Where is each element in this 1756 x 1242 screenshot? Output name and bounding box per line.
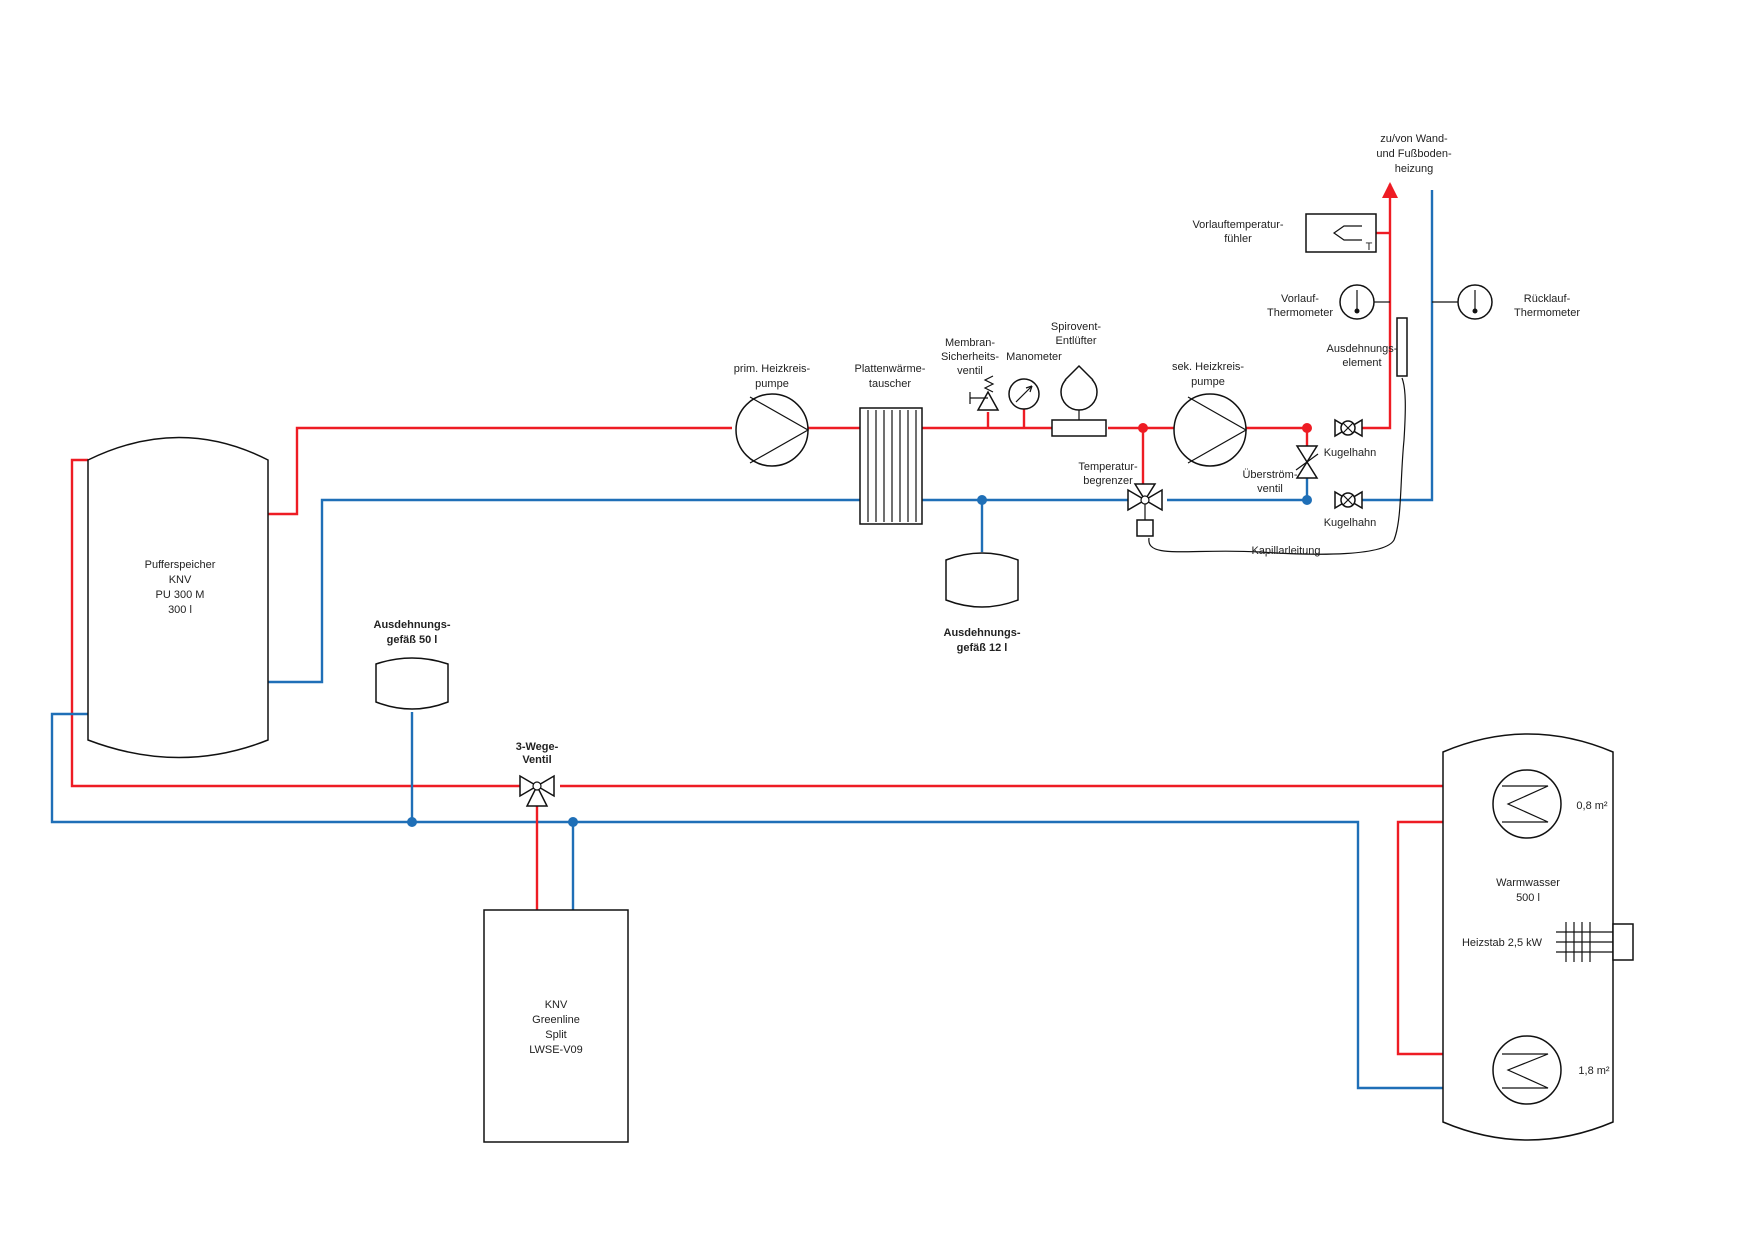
overflow-label-1: Überström- xyxy=(1242,469,1297,481)
buffer-tank xyxy=(87,436,269,759)
expelem-label-2: element xyxy=(1342,357,1381,369)
floor-label-3: heizung xyxy=(1395,163,1434,175)
coil-top-icon xyxy=(1492,769,1562,839)
spirovent-label-2: Entlüfter xyxy=(1056,335,1097,347)
sensor-t-label: T xyxy=(1366,241,1373,253)
expvessel12 xyxy=(945,552,1019,608)
junction-dot xyxy=(977,495,987,505)
secondary-return-pipe xyxy=(922,190,1434,502)
buffer-label-3: PU 300 M xyxy=(156,589,205,601)
primary-pump-icon xyxy=(735,393,810,467)
valve3-label-1: 3-Wege- xyxy=(516,741,559,753)
templim-label-1: Temperatur- xyxy=(1078,461,1138,473)
spirovent-label-1: Spirovent- xyxy=(1051,321,1101,333)
ballvalve-label-bottom: Kugelhahn xyxy=(1324,517,1377,529)
expvessel50 xyxy=(375,657,449,710)
ballvalve-label-top: Kugelhahn xyxy=(1324,447,1377,459)
expvessel12-label-1: Ausdehnungs- xyxy=(944,627,1021,639)
capillary-label: Kapillarleitung xyxy=(1251,545,1320,557)
returnthermo-label-1: Rücklauf- xyxy=(1524,293,1571,305)
ball-valve-return xyxy=(1334,490,1363,510)
msv-label-3: ventil xyxy=(957,365,983,377)
main-return-pipe xyxy=(50,712,1502,1090)
ball-valve-supply xyxy=(1334,418,1363,438)
valve3-label-2: Ventil xyxy=(522,754,551,766)
junction-dot xyxy=(1302,423,1312,433)
buffer-label-2: KNV xyxy=(169,574,192,586)
supplythermo-label-2: Thermometer xyxy=(1267,307,1333,319)
supply-arrow-icon xyxy=(1382,182,1398,198)
heating-rod-icon xyxy=(1556,922,1634,962)
ppump-label-1: prim. Heizkreis- xyxy=(734,363,811,375)
sensor-label-1: Vorlauftemperatur- xyxy=(1192,219,1283,231)
spump-label-1: sek. Heizkreis- xyxy=(1172,361,1244,373)
primary-return-pipe xyxy=(268,498,860,684)
plate-heat-exchanger xyxy=(859,407,923,525)
templim-label-2: begrenzer xyxy=(1083,475,1133,487)
floor-label-1: zu/von Wand- xyxy=(1380,133,1448,145)
coil-bottom-icon xyxy=(1492,1035,1562,1105)
heat-pump-unit xyxy=(483,909,629,1143)
overflow-valve-icon xyxy=(1295,445,1319,479)
junction-dot xyxy=(568,817,578,827)
spirovent-icon xyxy=(1051,364,1107,437)
hp-label-1: KNV xyxy=(545,999,568,1011)
hp-label-4: LWSE-V09 xyxy=(529,1044,583,1056)
expansion-element xyxy=(1396,317,1408,377)
dhw-label-2: 500 l xyxy=(1516,892,1540,904)
expelem-label-1: Ausdehnungs- xyxy=(1327,343,1398,355)
phe-label-2: tauscher xyxy=(869,378,912,390)
supply-temperature-sensor-icon xyxy=(1305,213,1377,253)
hp-label-3: Split xyxy=(545,1029,566,1041)
junction-dot xyxy=(1302,495,1312,505)
return-thermometer-icon xyxy=(1432,284,1493,320)
expvessel12-label-2: gefäß 12 l xyxy=(957,642,1008,654)
returnthermo-label-2: Thermometer xyxy=(1514,307,1580,319)
junction-dot xyxy=(407,817,417,827)
floor-label-2: und Fußboden- xyxy=(1376,148,1452,160)
msv-label-1: Membran- xyxy=(945,337,995,349)
manometer-icon xyxy=(1008,378,1040,428)
dhw-label-1: Warmwasser xyxy=(1496,877,1560,889)
safety-valve-icon xyxy=(969,375,1000,428)
heater-label: Heizstab 2,5 kW xyxy=(1462,937,1543,949)
supplythermo-label-1: Vorlauf- xyxy=(1281,293,1319,305)
sensor-label-2: fühler xyxy=(1224,233,1252,245)
manometer-label: Manometer xyxy=(1006,351,1062,363)
junction-dot xyxy=(1138,423,1148,433)
three-way-valve xyxy=(519,774,555,807)
phe-label-1: Plattenwärme- xyxy=(855,363,926,375)
buffer-label-1: Pufferspeicher xyxy=(145,559,216,571)
overflow-label-2: ventil xyxy=(1257,483,1283,495)
msv-label-2: Sicherheits- xyxy=(941,351,999,363)
temperature-limiter-icon xyxy=(1127,483,1163,537)
coil-top-label: 0,8 m² xyxy=(1576,800,1608,812)
capillary-line xyxy=(1148,377,1406,555)
supply-thermometer-icon xyxy=(1339,284,1390,320)
ppump-label-2: pumpe xyxy=(755,378,789,390)
dhw-tank xyxy=(1442,733,1614,1141)
expvessel50-label-2: gefäß 50 l xyxy=(387,634,438,646)
main-supply-pipe xyxy=(70,458,1502,788)
spump-label-2: pumpe xyxy=(1191,376,1225,388)
coil-bottom-label: 1,8 m² xyxy=(1578,1065,1610,1077)
hp-label-2: Greenline xyxy=(532,1014,580,1026)
buffer-label-4: 300 l xyxy=(168,604,192,616)
secondary-pump-icon xyxy=(1173,393,1248,467)
expvessel50-label-1: Ausdehnungs- xyxy=(374,619,451,631)
buffer-supply-pipe xyxy=(268,426,732,516)
